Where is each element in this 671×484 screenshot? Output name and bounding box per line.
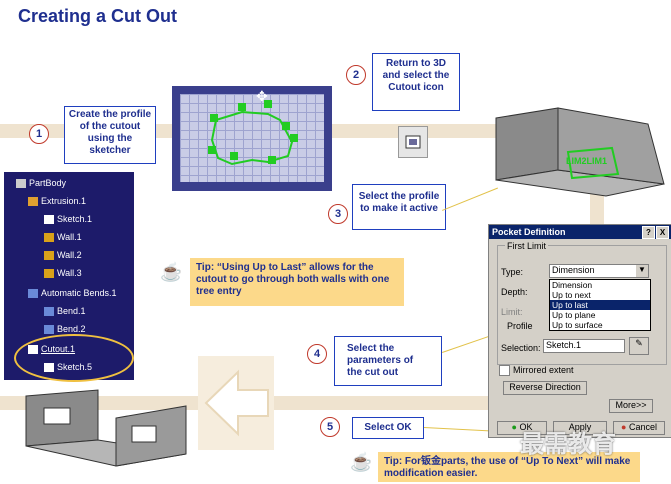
- wall-icon: [44, 269, 54, 279]
- step-1-callout: Create the profile of the cutout using t…: [64, 106, 156, 164]
- apply-button[interactable]: Apply: [553, 421, 607, 435]
- tree-item-label: Sketch.1: [57, 214, 93, 224]
- apply-label: Apply: [568, 422, 592, 432]
- limit-label: Limit:: [501, 307, 523, 317]
- flow-band-bottom: [0, 396, 640, 410]
- ok-label: OK: [519, 422, 533, 432]
- first-limit-label: First Limit: [505, 241, 548, 251]
- cancel-icon: ●: [621, 422, 627, 432]
- help-button[interactable]: ?: [642, 226, 655, 239]
- tip-1: Tip: “Using Up to Last” allows for the c…: [190, 258, 404, 306]
- tip-2: Tip: For钣金parts, the use of “Up To Next”…: [378, 452, 640, 482]
- pocket-definition-dialog: Pocket Definition ? X First Limit Type: …: [488, 224, 671, 438]
- tree-item-label: Wall.2: [57, 250, 82, 260]
- left-arrow-icon: [204, 369, 269, 437]
- cancel-button[interactable]: ● Cancel: [613, 421, 665, 435]
- sketch-icon: [44, 215, 54, 225]
- step-number-3: 3: [328, 204, 348, 224]
- tree-item-sketch1[interactable]: Sketch.1: [44, 214, 93, 225]
- model-limit-label: LIM2LIM1: [566, 156, 608, 166]
- tip-icon: ☕: [160, 262, 183, 282]
- option-up-to-last[interactable]: Up to last: [550, 300, 650, 310]
- type-label: Type:: [501, 267, 524, 277]
- sketch-grid: [180, 94, 324, 182]
- dialog-titlebar: Pocket Definition ? X: [489, 225, 671, 239]
- bends-icon: [28, 289, 38, 299]
- reverse-direction-button[interactable]: Reverse Direction: [503, 381, 587, 395]
- option-up-to-plane[interactable]: Up to plane: [552, 310, 596, 320]
- bend-icon: [44, 307, 54, 317]
- chevron-down-icon[interactable]: ▼: [636, 265, 648, 277]
- sheetmetal-part-3d: [495, 107, 665, 197]
- tree-item-extrusion[interactable]: Extrusion.1: [28, 196, 87, 207]
- tree-item-partbody[interactable]: PartBody: [16, 178, 67, 189]
- tree-item-wall1[interactable]: Wall.1: [44, 232, 82, 243]
- selection-field[interactable]: Sketch.1: [543, 339, 625, 353]
- dialog-title: Pocket Definition: [492, 227, 566, 237]
- wall-icon: [44, 233, 54, 243]
- step-number-1: 1: [29, 124, 49, 144]
- cancel-label: Cancel: [628, 422, 657, 432]
- depth-label: Depth:: [501, 287, 528, 297]
- tree-item-label: Bend.1: [57, 306, 86, 316]
- close-button[interactable]: X: [656, 226, 669, 239]
- step-number-5: 5: [320, 417, 340, 437]
- cutout-profile: [208, 100, 298, 166]
- page-title: Creating a Cut Out: [18, 6, 178, 26]
- step-number-4: 4: [307, 344, 327, 364]
- tip-icon-2: ☕: [350, 452, 373, 472]
- type-select[interactable]: Dimension ▼: [549, 264, 649, 278]
- cutout-highlight: [14, 334, 134, 382]
- tree-item-bend1[interactable]: Bend.1: [44, 306, 86, 317]
- sketcher-viewport: ✥: [172, 86, 332, 191]
- cursor-icon: ✥: [256, 88, 268, 104]
- type-select-value: Dimension: [552, 265, 595, 275]
- tree-item-label: Wall.1: [57, 232, 82, 242]
- tree-item-bend2[interactable]: Bend.2: [44, 324, 86, 335]
- partbody-icon: [16, 179, 26, 189]
- mirrored-checkbox[interactable]: [499, 365, 510, 376]
- profile-label: Profile: [507, 321, 533, 331]
- tree-item-label: Automatic Bends.1: [41, 288, 117, 298]
- step-4-callout: Select the parameters of the cut out: [334, 336, 442, 386]
- tree-item-automatic-bends[interactable]: Automatic Bends.1: [28, 288, 117, 299]
- tree-item-wall2[interactable]: Wall.2: [44, 250, 82, 261]
- more-button[interactable]: More>>: [609, 399, 653, 413]
- type-options-list: Dimension Up to next Up to last Up to pl…: [549, 279, 651, 331]
- tree-item-label: Bend.2: [57, 324, 86, 334]
- step-2-callout: Return to 3D and select the Cutout icon: [372, 53, 460, 111]
- watermark: 最需教育: [520, 431, 616, 458]
- ok-icon: ●: [511, 422, 517, 432]
- wall-icon: [44, 251, 54, 261]
- step-5-callout: Select OK: [352, 417, 424, 439]
- step-number-2: 2: [346, 65, 366, 85]
- extrusion-icon: [28, 197, 38, 207]
- mirrored-label: Mirrored extent: [513, 365, 574, 375]
- cutout-tool-icon[interactable]: [398, 126, 428, 158]
- sheetmetal-part-result: [25, 389, 187, 467]
- option-up-to-surface[interactable]: Up to surface: [552, 320, 603, 330]
- tree-item-wall3[interactable]: Wall.3: [44, 268, 82, 279]
- ok-button[interactable]: ● OK: [497, 421, 547, 435]
- tree-item-label: PartBody: [29, 178, 67, 188]
- selection-label: Selection:: [501, 343, 541, 353]
- first-limit-group: [497, 245, 667, 365]
- step-3-callout: Select the profile to make it active: [352, 184, 446, 230]
- option-dimension[interactable]: Dimension: [552, 280, 593, 290]
- bend-icon: [44, 325, 54, 335]
- tree-item-label: Wall.3: [57, 268, 82, 278]
- option-up-to-next[interactable]: Up to next: [552, 290, 591, 300]
- sketch-edit-icon[interactable]: ✎: [629, 337, 649, 355]
- tree-item-label: Extrusion.1: [41, 196, 87, 206]
